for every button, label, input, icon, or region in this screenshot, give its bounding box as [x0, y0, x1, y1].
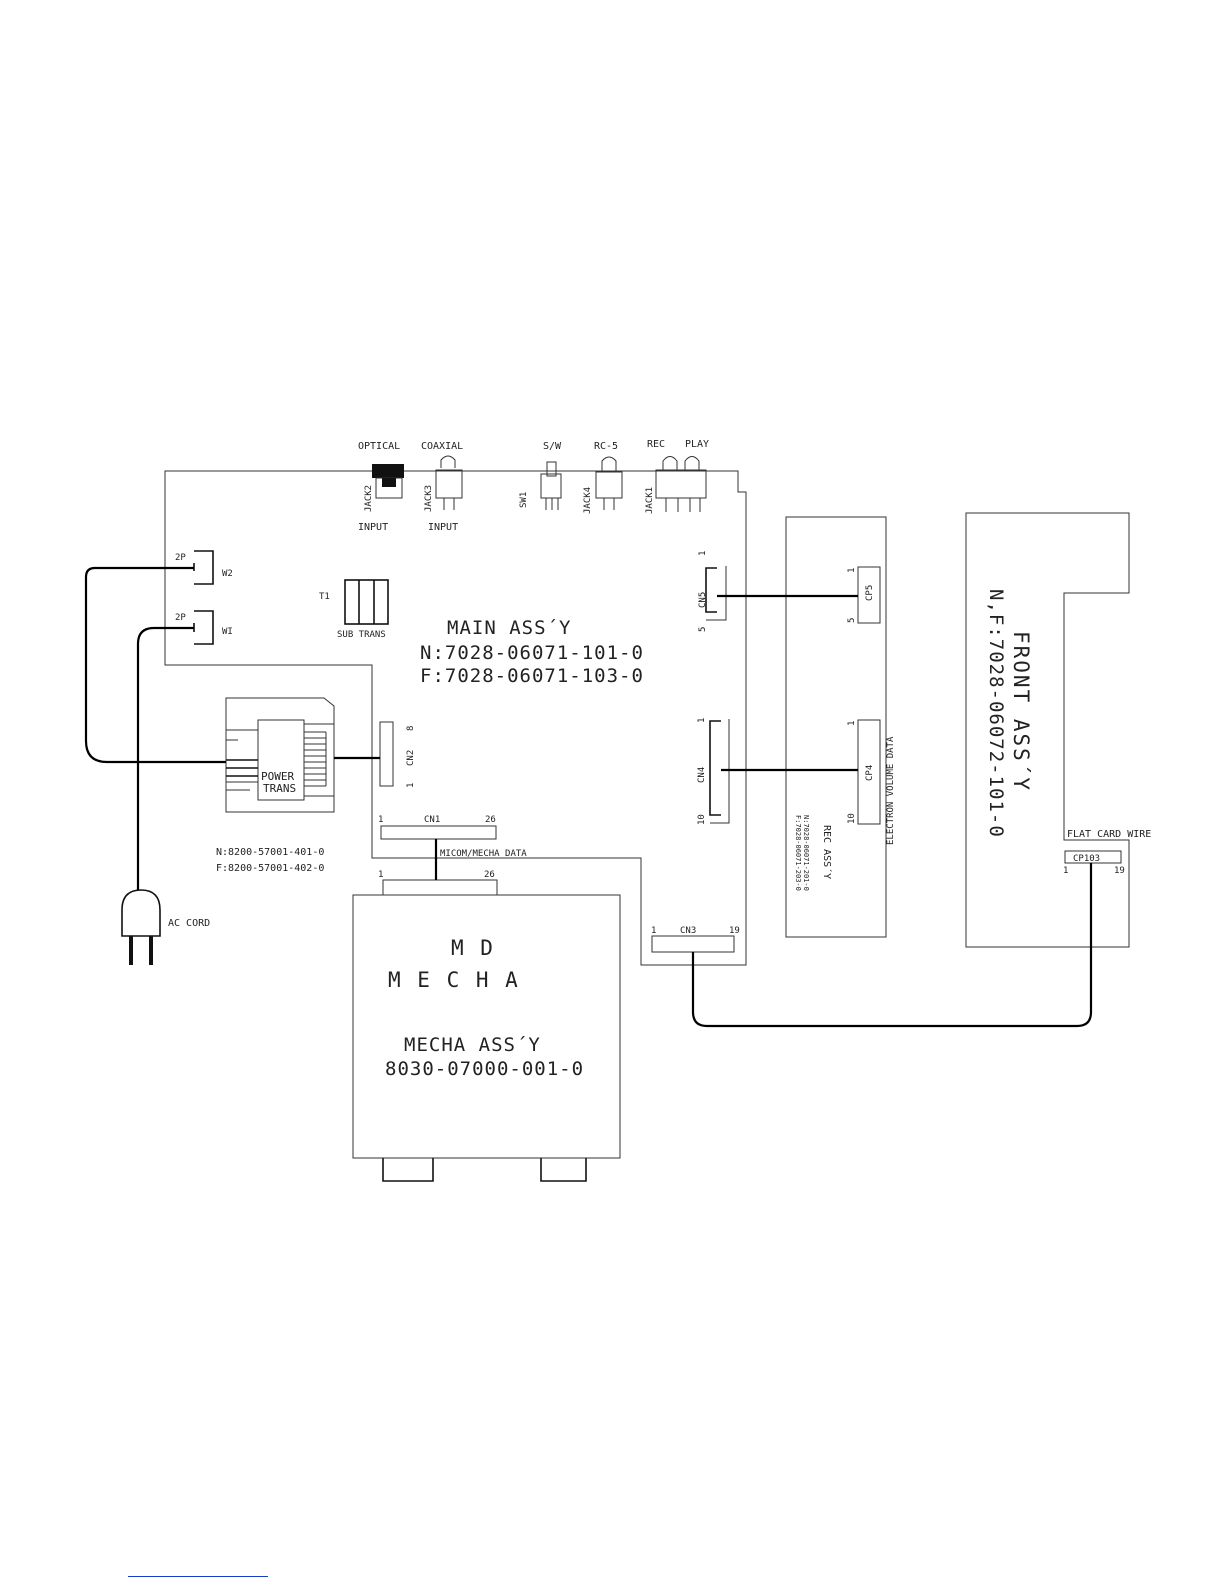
- cn2-pin-top: 8: [406, 726, 416, 731]
- sw1-label: SW1: [519, 492, 529, 508]
- cn5-label: CN5: [698, 592, 708, 608]
- mecha-md: M D: [451, 936, 495, 960]
- cn4-label: CN4: [697, 767, 707, 783]
- jack4-label: JACK4: [583, 487, 593, 514]
- electron-volume-label: ELECTRON VOLUME DATA: [886, 736, 896, 845]
- cp103-pin-first: 1: [1063, 866, 1068, 876]
- main-board: [164, 470, 747, 966]
- power-trans-label-2: TRANS: [263, 782, 296, 795]
- optical-label: OPTICAL: [358, 441, 400, 452]
- sub-trans-label: SUB TRANS: [337, 630, 386, 640]
- cp4-label: CP4: [865, 765, 875, 781]
- cn1-pin-first: 1: [378, 815, 383, 825]
- cp103-connector: [1064, 850, 1122, 864]
- rec-assy: 1 CP5 5 1 CP4 10 REC ASS´Y N:7028-06071-…: [785, 516, 896, 938]
- mecha-assy-title: MECHA ASS´Y: [404, 1034, 541, 1056]
- cn5-pin-first: 1: [698, 551, 708, 556]
- ac-cord: AC CORD: [84, 566, 226, 965]
- cn2-label: CN2: [406, 750, 416, 766]
- rc5-jack: [595, 456, 623, 510]
- main-n-code: N:7028-06071-101-0: [420, 642, 644, 664]
- rc5-label: RC-5: [594, 441, 618, 452]
- w2-connector: [194, 550, 214, 585]
- cn4-pin-first: 1: [697, 718, 707, 723]
- cn1-pin-last: 26: [485, 815, 496, 825]
- jack3-label: JACK3: [424, 485, 434, 512]
- input-label-2: INPUT: [428, 522, 458, 533]
- w1-pins: 2P: [175, 613, 186, 623]
- w-connectors: 2P W2 2P WI: [175, 550, 233, 645]
- cn5-pin-last: 5: [698, 627, 708, 632]
- ac-cord-label: AC CORD: [168, 918, 210, 929]
- coaxial-jack: [435, 455, 463, 510]
- wires: [334, 594, 1093, 1028]
- cn3-pin-first: 1: [651, 926, 656, 936]
- cp4-pin-last: 10: [847, 813, 857, 824]
- cn4-pin-last: 10: [697, 814, 707, 825]
- flat-card-wire-label: FLAT CARD WIRE: [1067, 829, 1151, 840]
- front-assy-title: FRONT ASS´Y: [1009, 631, 1033, 792]
- cp103-label: CP103: [1073, 854, 1100, 864]
- main-assy-name: MAIN ASS´Y: [447, 617, 571, 639]
- mecha-spaced: M E C H A: [388, 968, 520, 992]
- micom-data-label: MICOM/MECHA DATA: [440, 849, 527, 859]
- cp5-pin-last: 5: [847, 618, 857, 623]
- front-assy: FRONT ASS´Y N,F:7028-06072-101-0 FLAT CA…: [965, 512, 1151, 948]
- cn3-pin-last: 19: [729, 926, 740, 936]
- power-trans-n-code: N:8200-57001-401-0: [216, 847, 324, 858]
- play-label: PLAY: [685, 439, 709, 450]
- power-trans-f-code: F:8200-57001-402-0: [216, 863, 324, 874]
- sub-trans: T1 SUB TRANS: [319, 579, 389, 640]
- jack1-label: JACK1: [645, 487, 655, 514]
- mecha-pin-first: 1: [378, 870, 383, 880]
- main-assy-title: MAIN ASS´Y N:7028-06071-101-0 F:7028-060…: [420, 617, 644, 687]
- ac-plug-icon: [121, 889, 161, 937]
- cp5-label: CP5: [865, 585, 875, 601]
- w2-label: W2: [222, 569, 233, 579]
- cp4-pin-first: 1: [847, 721, 857, 726]
- rec-play-jack: [655, 456, 707, 512]
- sw-label: S/W: [543, 441, 562, 452]
- jack-header: OPTICAL COAXIAL S/W RC-5 REC PLAY JACK2 …: [358, 439, 709, 533]
- cn3-label: CN3: [680, 926, 696, 936]
- cn2-connector: 8 CN2 1: [379, 721, 416, 788]
- cn3-connector: 1 CN3 19: [651, 926, 740, 953]
- input-label-1: INPUT: [358, 522, 388, 533]
- t1-label: T1: [319, 592, 330, 602]
- front-assy-code: N,F:7028-06072-101-0: [985, 589, 1007, 838]
- jack2-label: JACK2: [364, 485, 374, 512]
- w1-label: WI: [222, 627, 233, 637]
- cp4-connector: [857, 719, 881, 825]
- main-f-code: F:7028-06071-103-0: [420, 665, 644, 687]
- main-board-outline: [164, 470, 747, 966]
- rec-f-code: F:7028-06071-203-0: [794, 815, 802, 891]
- cn2-pin-bottom: 1: [406, 783, 416, 788]
- cp103-pin-last: 19: [1114, 866, 1125, 876]
- mecha-assy: 1 26 M D M E C H A MECHA ASS´Y 8030-0700…: [352, 870, 621, 1182]
- cn1-label: CN1: [424, 815, 440, 825]
- rec-assy-title: REC ASS´Y: [821, 825, 833, 879]
- rec-label: REC: [647, 439, 665, 450]
- optical-jack: [372, 464, 404, 499]
- cn3-cp103-wire: [691, 863, 1093, 1028]
- sw1-switch: [540, 461, 562, 510]
- w1-connector: [194, 610, 214, 645]
- coaxial-label: COAXIAL: [421, 441, 463, 452]
- w2-pins: 2P: [175, 553, 186, 563]
- cn5-connector: 1 CN5 5: [698, 551, 727, 632]
- mecha-pin-last: 26: [484, 870, 495, 880]
- rec-n-code: N:7028-06071-201-0: [802, 815, 810, 891]
- page-footer-line: [128, 1576, 268, 1577]
- power-trans-label-1: POWER: [261, 770, 294, 783]
- cn4-connector: 1 CN4 10: [697, 718, 730, 825]
- power-trans: POWER TRANS N:8200-57001-401-0 F:8200-57…: [216, 697, 335, 874]
- cn1-connector: 1 CN1 26 MICOM/MECHA DATA: [378, 815, 527, 859]
- mecha-assy-code: 8030-07000-001-0: [385, 1058, 584, 1080]
- cp5-pin-first: 1: [847, 568, 857, 573]
